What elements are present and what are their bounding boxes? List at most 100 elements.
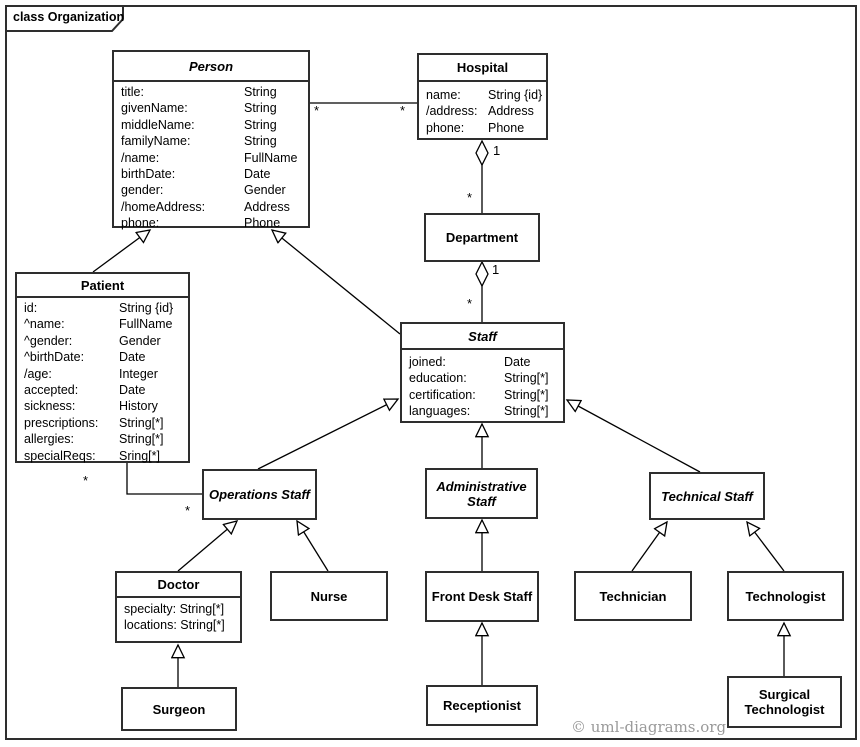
attribute-type: Gender — [119, 333, 161, 348]
attribute-type: Date — [504, 355, 531, 369]
attribute-name: /homeAddress: — [121, 199, 206, 214]
attribute-type: String — [244, 117, 277, 132]
class-patient-attributes: id:String {id}^name: FullName^gender:Gend… — [17, 298, 188, 464]
attribute-type: String[*] — [119, 415, 164, 430]
class-operations-staff: Operations Staff — [202, 469, 317, 520]
attribute-row: /age:Integer — [24, 366, 186, 382]
attribute-type: Address — [244, 199, 290, 214]
attribute-row: phone:Phone — [121, 215, 306, 231]
attribute-type: FullName — [119, 317, 173, 332]
class-doctor: Doctor specialty: String[*]locations: St… — [115, 571, 242, 643]
generalization-technologist-technical — [747, 522, 785, 572]
attribute-type: Date — [119, 383, 146, 398]
attribute-row: allergies:String[*] — [24, 431, 186, 447]
class-administrative-staff-name: Administrative Staff — [436, 478, 527, 509]
attribute-type: String {id} — [119, 301, 174, 315]
class-doctor-attributes: specialty: String[*]locations: String[*] — [117, 598, 240, 634]
class-doctor-name: Doctor — [117, 573, 240, 598]
attribute-type: Date — [119, 350, 146, 365]
attribute-name: joined: — [409, 355, 446, 369]
attribute-name: prescriptions: — [24, 415, 99, 430]
class-front-desk-staff-name: Front Desk Staff — [431, 589, 533, 604]
attribute-type: String[*] — [504, 371, 549, 386]
class-administrative-staff: Administrative Staff — [425, 468, 538, 519]
association-patient-operations-staff — [126, 463, 202, 495]
attribute-type: String {id} — [488, 88, 543, 102]
attribute-name: birthDate: — [121, 167, 176, 182]
class-patient: Patient id:String {id}^name:FullName^gen… — [15, 272, 190, 463]
aggregation-diamond-hospital — [475, 139, 489, 167]
attribute-type: Sring[*] — [119, 448, 160, 463]
attribute-row: prescriptions: String[*] — [24, 415, 186, 431]
attribute-row: joined: Date — [409, 354, 561, 370]
attribute-name: languages: — [409, 404, 471, 419]
attribute-name: ^name: — [24, 317, 65, 332]
attribute-row: phone: Phone — [426, 120, 544, 136]
attribute-row: ^gender:Gender — [24, 333, 186, 349]
multiplicity-department-one: 1 — [492, 262, 500, 277]
frame-title: class Organization — [13, 10, 125, 24]
attribute-row: birthDate: Date — [121, 166, 306, 182]
generalization-technician-technical — [631, 522, 667, 572]
multiplicity-person-end: * — [314, 103, 320, 118]
class-technologist: Technologist — [727, 571, 844, 621]
class-technician: Technician — [574, 571, 692, 621]
class-department-name: Department — [445, 230, 519, 245]
multiplicity-operations-end: * — [185, 503, 191, 518]
attribute-name: phone: — [426, 120, 465, 135]
attribute-row: familyName:String — [121, 133, 306, 149]
attribute-row: middleName: String — [121, 117, 306, 133]
attribute-type: Date — [244, 167, 271, 182]
class-surgical-technologist-name: Surgical Technologist — [744, 687, 825, 717]
attribute-name: accepted: — [24, 383, 79, 398]
class-person-name: Person — [114, 52, 308, 82]
multiplicity-department-star: * — [467, 190, 473, 205]
class-technician-name: Technician — [599, 588, 667, 604]
class-nurse: Nurse — [270, 571, 388, 621]
attribute-name: familyName: — [121, 134, 191, 149]
attribute-row: id:String {id} — [24, 300, 186, 316]
aggregation-diamond-department — [475, 260, 489, 288]
attribute-row: givenName:String — [121, 100, 306, 116]
attribute-row: languages:String[*] — [409, 403, 561, 419]
attribute-row: specialty: String[*] — [124, 601, 238, 617]
attribute-type: String — [244, 85, 277, 99]
attribute-type: Integer — [119, 366, 158, 381]
attribute-type: History — [119, 399, 158, 414]
copyright-text: © uml-diagrams.org — [571, 718, 727, 736]
attribute-name: gender: — [121, 183, 164, 198]
attribute-name: allergies: — [24, 432, 75, 447]
attribute-name: /address: — [426, 104, 478, 119]
attribute-row: /name:FullName — [121, 150, 306, 166]
attribute-name: givenName: — [121, 101, 188, 116]
attribute-name: specialty: String[*] — [124, 602, 225, 616]
attribute-row: accepted: Date — [24, 382, 186, 398]
attribute-name: /name: — [121, 150, 160, 165]
attribute-name: title: — [121, 85, 144, 99]
attribute-name: specialReqs: — [24, 448, 96, 463]
attribute-row: ^name: FullName — [24, 316, 186, 332]
multiplicity-hospital-end: * — [400, 103, 406, 118]
attribute-type: Phone — [488, 120, 525, 135]
attribute-row: locations: String[*] — [124, 617, 238, 633]
attribute-name: ^birthDate: — [24, 350, 85, 365]
class-operations-staff-name: Operations Staff — [209, 487, 310, 502]
class-surgical-technologist: Surgical Technologist — [727, 676, 842, 728]
attribute-name: middleName: — [121, 117, 195, 132]
class-hospital-name: Hospital — [419, 55, 546, 82]
multiplicity-patient-end: * — [83, 473, 89, 488]
frame-tab — [5, 5, 124, 32]
class-technical-staff: Technical Staff — [649, 472, 765, 520]
class-surgeon-name: Surgeon — [152, 701, 206, 717]
multiplicity-hospital-one: 1 — [493, 143, 501, 158]
class-staff-name: Staff — [402, 324, 563, 350]
attribute-name: certification: — [409, 387, 476, 402]
attribute-type: String[*] — [504, 387, 549, 402]
generalization-technical-staff — [567, 400, 701, 473]
class-receptionist: Receptionist — [426, 685, 538, 726]
class-hospital: Hospital name:String {id}/address:Addres… — [417, 53, 548, 140]
